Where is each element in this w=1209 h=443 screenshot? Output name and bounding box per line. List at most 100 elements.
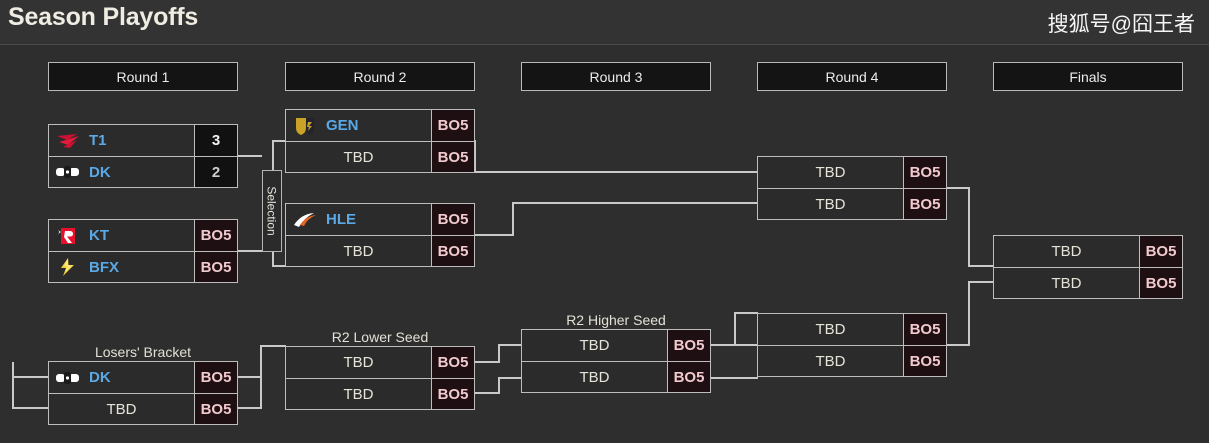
connector-line xyxy=(238,376,262,378)
match-row[interactable]: TBD BO5 xyxy=(758,314,946,345)
match-row[interactable]: T1 3 xyxy=(49,125,237,156)
team-slot[interactable]: TBD xyxy=(758,314,903,345)
connector-line xyxy=(734,312,758,314)
team-name: TBD xyxy=(343,242,374,260)
team-name: TBD xyxy=(815,352,846,370)
match-row[interactable]: KT BO5 xyxy=(49,220,237,251)
match-format: BO5 xyxy=(194,394,237,424)
team-name: TBD xyxy=(579,337,610,354)
round-header-round-4[interactable]: Round 4 xyxy=(757,62,947,91)
match-row[interactable]: TBD BO5 xyxy=(286,235,474,266)
match-format: BO5 xyxy=(667,330,710,361)
team-slot[interactable]: KT xyxy=(49,220,194,251)
match-format: BO5 xyxy=(903,157,946,188)
match-row[interactable]: TBD BO5 xyxy=(286,141,474,172)
match-row[interactable]: TBD BO5 xyxy=(286,378,474,409)
match-score: 3 xyxy=(194,125,237,156)
match-format: BO5 xyxy=(1139,236,1182,267)
match-format: BO5 xyxy=(194,252,237,282)
dk-logo xyxy=(56,371,79,384)
connector-line xyxy=(260,345,286,347)
hle-logo xyxy=(294,212,316,227)
match-r1-m1[interactable]: T1 3 DK 2 xyxy=(48,124,238,188)
team-name: KT xyxy=(89,227,109,244)
match-row[interactable]: TBD BO5 xyxy=(286,347,474,378)
match-r4-lower[interactable]: TBD BO5 TBD BO5 xyxy=(757,313,947,377)
team-slot[interactable]: TBD xyxy=(994,236,1139,267)
match-r2-m2[interactable]: HLE BO5 TBD BO5 xyxy=(285,203,475,267)
bfx-logo xyxy=(61,258,74,276)
watermark-text: 搜狐号@囧王者 xyxy=(1047,13,1195,36)
team-name: TBD xyxy=(343,354,374,371)
match-row[interactable]: BFX BO5 xyxy=(49,251,237,282)
round-header-finals[interactable]: Finals xyxy=(993,62,1183,91)
match-losers-bracket[interactable]: DK BO5 TBD BO5 xyxy=(48,361,238,425)
connector-line xyxy=(474,140,476,172)
team-slot[interactable]: TBD xyxy=(286,142,431,172)
match-row[interactable]: TBD BO5 xyxy=(994,267,1182,298)
team-slot[interactable]: TBD xyxy=(522,362,667,392)
connector-line xyxy=(968,187,970,266)
match-row[interactable]: TBD BO5 xyxy=(522,361,710,392)
team-slot[interactable]: TBD xyxy=(758,346,903,376)
match-format: BO5 xyxy=(431,347,474,378)
team-slot[interactable]: TBD xyxy=(522,330,667,361)
round-header-round-2[interactable]: Round 2 xyxy=(285,62,475,91)
connector-line xyxy=(512,202,758,204)
match-row[interactable]: GEN BO5 xyxy=(286,110,474,141)
connector-line xyxy=(260,345,262,407)
match-row[interactable]: TBD BO5 xyxy=(522,330,710,361)
team-slot[interactable]: TBD xyxy=(994,268,1139,298)
match-score: 2 xyxy=(194,157,237,187)
team-slot[interactable]: TBD xyxy=(286,379,431,409)
match-r2-higher-seed[interactable]: TBD BO5 TBD BO5 xyxy=(521,329,711,393)
connector-line xyxy=(946,344,970,346)
team-slot[interactable]: TBD xyxy=(286,236,431,266)
title-bar: Season Playoffs 搜狐号@囧王者 xyxy=(0,0,1209,45)
team-slot[interactable]: HLE xyxy=(286,204,431,235)
caption-r2-lower-seed: R2 Lower Seed xyxy=(331,329,429,345)
match-format: BO5 xyxy=(903,346,946,376)
connector-line xyxy=(946,187,970,189)
team-slot[interactable]: BFX xyxy=(49,252,194,282)
connector-line xyxy=(12,407,48,409)
match-r4-upper[interactable]: TBD BO5 TBD BO5 xyxy=(757,156,947,220)
team-slot[interactable]: DK xyxy=(49,362,194,393)
connector-line xyxy=(272,250,274,266)
match-row[interactable]: HLE BO5 xyxy=(286,204,474,235)
match-finals[interactable]: TBD BO5 TBD BO5 xyxy=(993,235,1183,299)
match-row[interactable]: TBD BO5 xyxy=(758,188,946,219)
match-format: BO5 xyxy=(903,189,946,219)
match-row[interactable]: DK BO5 xyxy=(49,362,237,393)
match-row[interactable]: TBD BO5 xyxy=(49,393,237,424)
connector-line xyxy=(968,281,994,283)
team-name: TBD xyxy=(815,164,846,181)
connector-line xyxy=(474,234,514,236)
team-slot[interactable]: TBD xyxy=(286,347,431,378)
team-slot[interactable]: TBD xyxy=(758,157,903,188)
match-r2-m1[interactable]: GEN BO5 TBD BO5 xyxy=(285,109,475,173)
team-slot[interactable]: T1 xyxy=(49,125,194,156)
round-header-round-3[interactable]: Round 3 xyxy=(521,62,711,91)
team-slot[interactable]: DK xyxy=(49,157,194,187)
match-row[interactable]: DK 2 xyxy=(49,156,237,187)
caption-losers-bracket: Losers' Bracket xyxy=(94,344,192,360)
match-row[interactable]: TBD BO5 xyxy=(758,345,946,376)
match-row[interactable]: TBD BO5 xyxy=(758,157,946,188)
team-name: TBD xyxy=(343,385,374,403)
team-slot[interactable]: TBD xyxy=(758,189,903,219)
match-format: BO5 xyxy=(194,220,237,251)
team-name: TBD xyxy=(343,148,374,166)
team-slot[interactable]: GEN xyxy=(286,110,431,141)
round-header-round-1[interactable]: Round 1 xyxy=(48,62,238,91)
match-r2-lower-seed[interactable]: TBD BO5 TBD BO5 xyxy=(285,346,475,410)
team-slot[interactable]: TBD xyxy=(49,394,194,424)
connector-line xyxy=(498,377,522,379)
match-format: BO5 xyxy=(431,379,474,409)
connector-line xyxy=(710,377,758,379)
match-format: BO5 xyxy=(431,204,474,235)
match-r1-m2[interactable]: KT BO5 BFX BO5 xyxy=(48,219,238,283)
match-row[interactable]: TBD BO5 xyxy=(994,236,1182,267)
match-format: BO5 xyxy=(194,362,237,393)
